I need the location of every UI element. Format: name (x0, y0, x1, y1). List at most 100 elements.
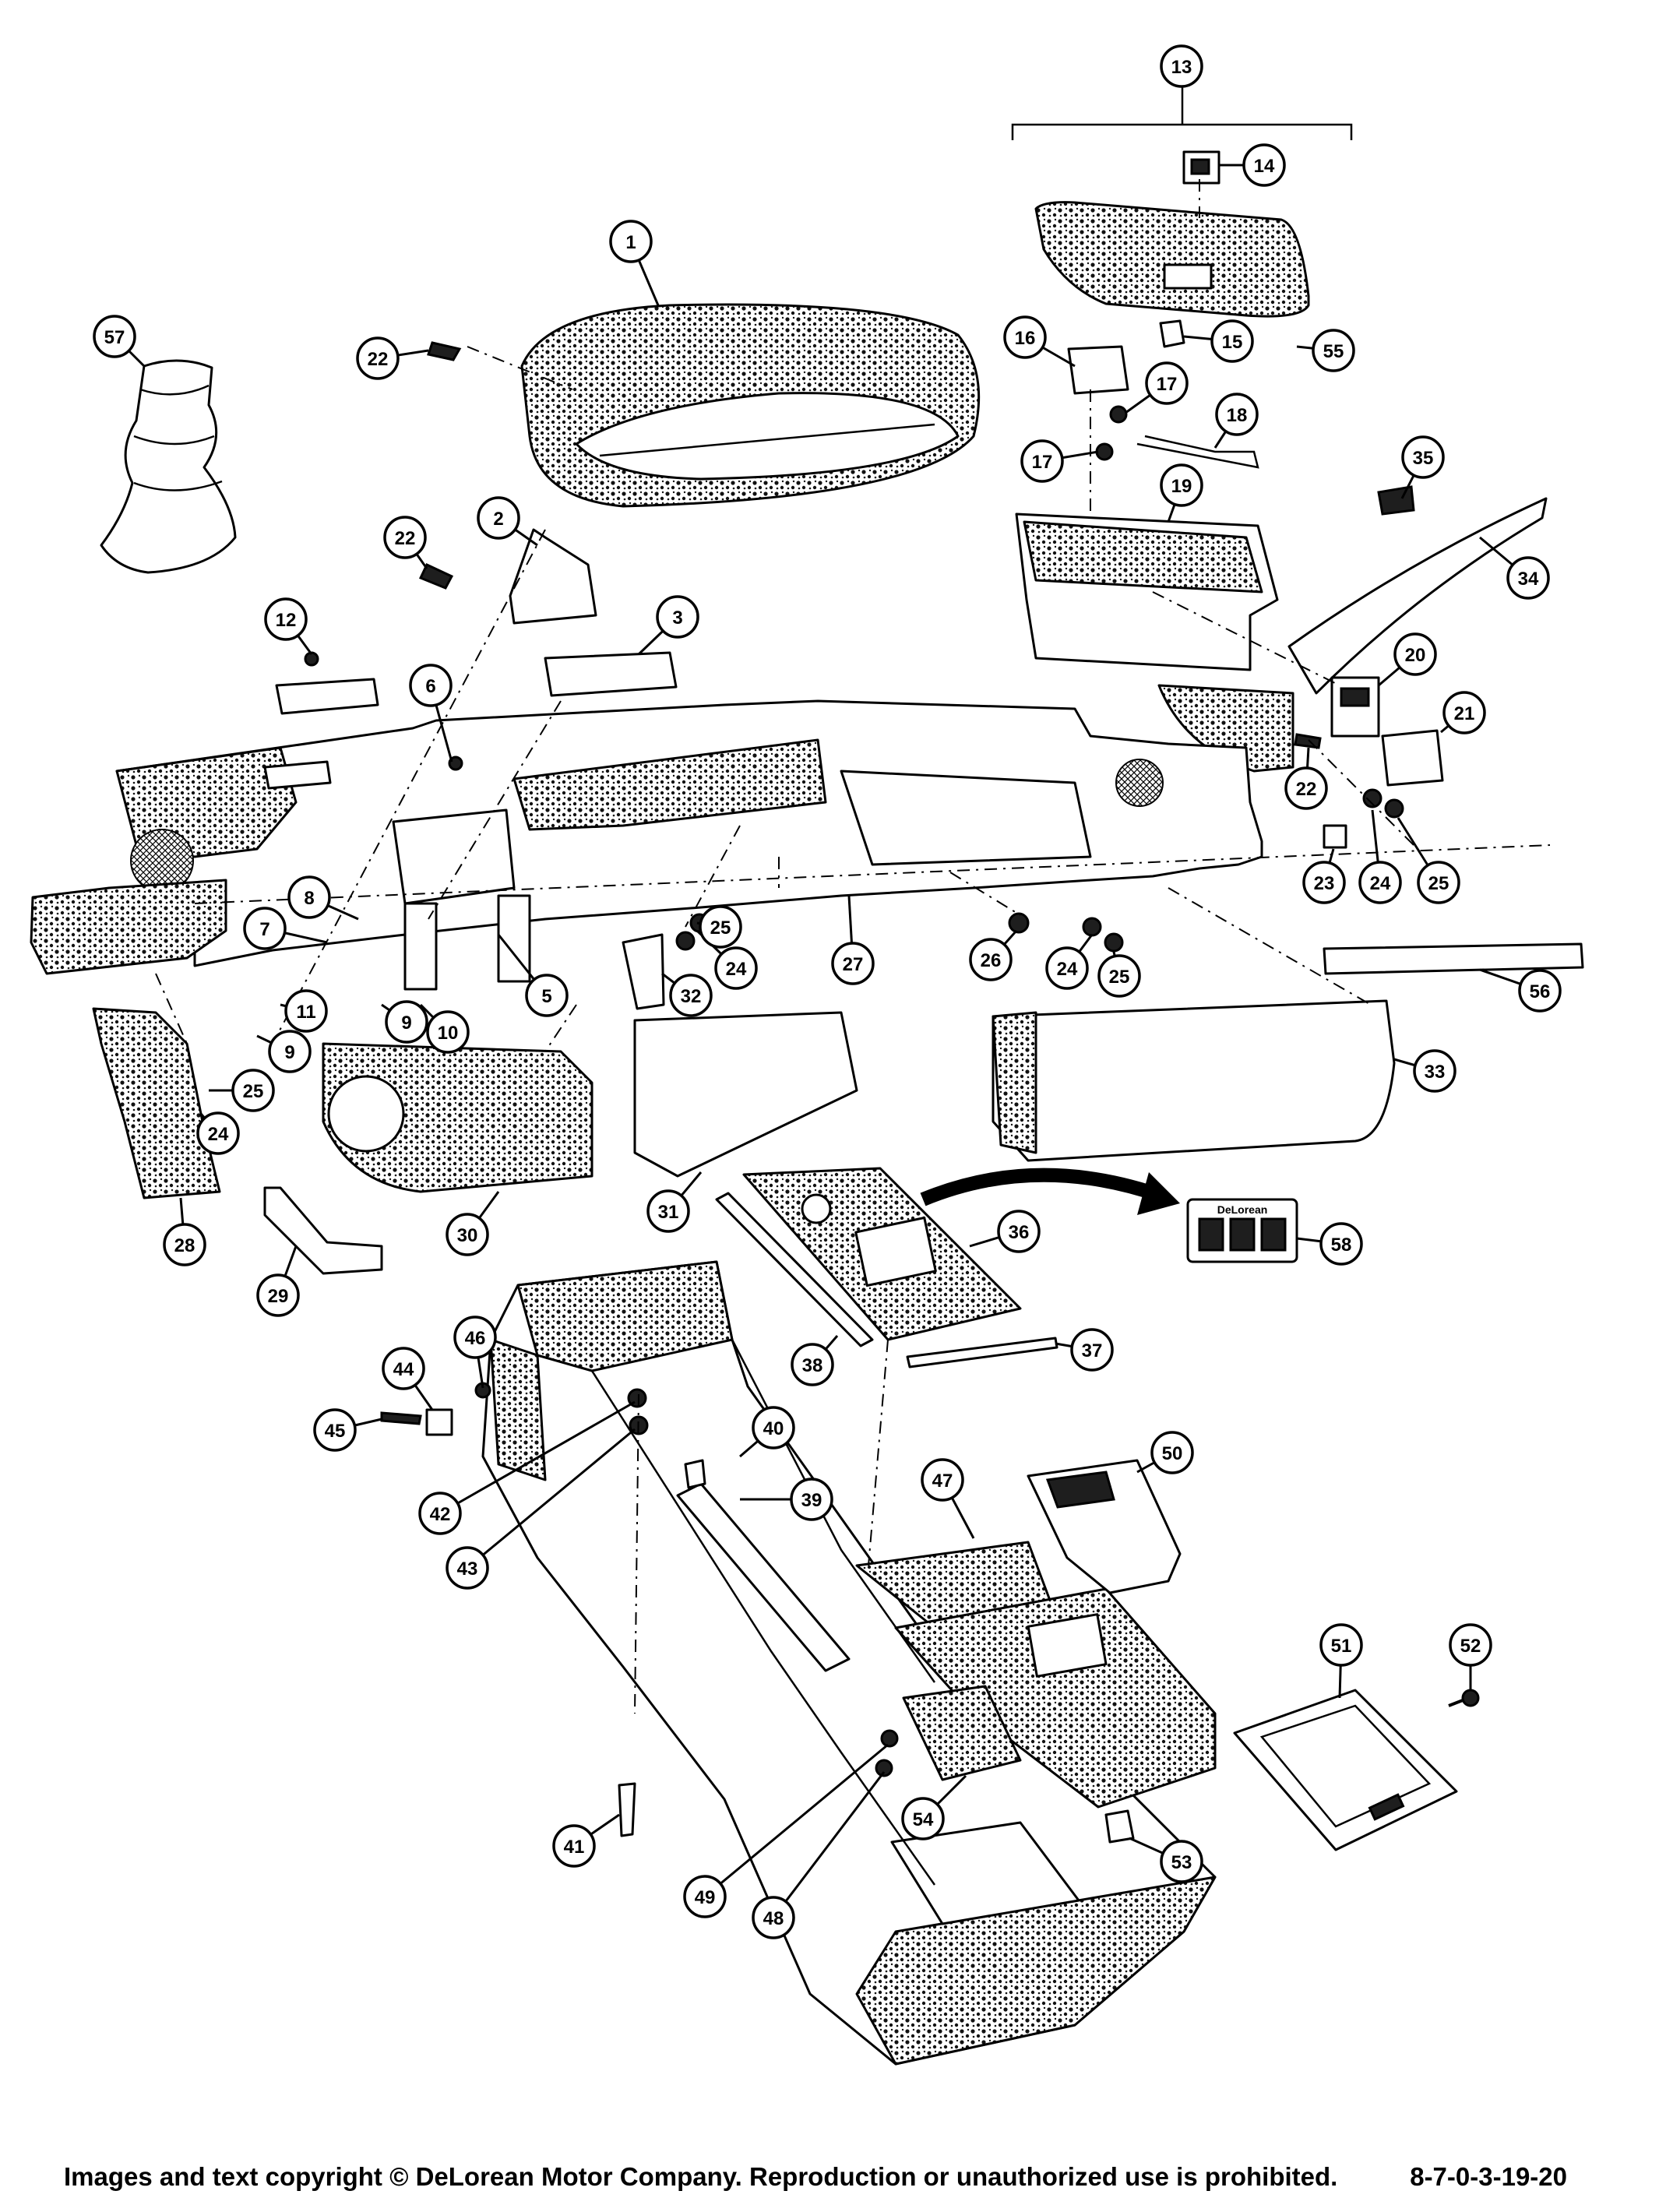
callout-label: 7 (259, 919, 269, 940)
callout-39: 39 (790, 1478, 833, 1521)
callout-label: 16 (1015, 328, 1036, 349)
callout-circle (1319, 1623, 1363, 1667)
callout-label: 24 (1057, 959, 1078, 980)
callout-circle (418, 1492, 462, 1535)
callout-49: 49 (683, 1875, 727, 1918)
callout-circle (453, 1316, 497, 1359)
callout-55: 55 (1312, 329, 1355, 372)
callout-label: 57 (104, 327, 125, 348)
callout-label: 24 (1370, 873, 1391, 894)
callout-label: 15 (1222, 332, 1243, 353)
callout-circle (268, 1030, 312, 1073)
callout-circle (196, 1111, 240, 1155)
callout-circle (1003, 315, 1047, 359)
callout-circle (1097, 954, 1141, 998)
callout-label: 22 (395, 528, 416, 549)
callout-label: 38 (802, 1355, 823, 1376)
callout-circle (1020, 439, 1064, 483)
part-31-knee-panel (633, 1011, 858, 1178)
callout-30: 30 (446, 1213, 489, 1256)
callout-label: 34 (1518, 569, 1539, 590)
callout-circle (1160, 44, 1203, 88)
part-22-screws (418, 341, 1322, 749)
callout-44: 44 (382, 1347, 425, 1390)
callout-24d: 24 (196, 1111, 240, 1155)
part-27-dashboard-panel (115, 699, 1263, 967)
callout-circle (256, 1273, 300, 1317)
callout-label: 14 (1254, 156, 1275, 177)
callout-circle (1145, 361, 1189, 405)
callout-label: 29 (268, 1286, 289, 1307)
callout-label: 22 (368, 349, 389, 370)
callout-leader-42 (439, 1400, 636, 1515)
callout-circle (790, 1478, 833, 1521)
part-29-bracket (263, 1186, 383, 1275)
callout-24a: 24 (714, 946, 758, 990)
part-26-screw (1008, 912, 1030, 934)
callout-label: 2 (493, 509, 503, 530)
callout-24b: 24 (1358, 861, 1402, 904)
callout-label: 33 (1425, 1062, 1446, 1083)
callout-25c: 25 (699, 905, 742, 949)
callout-label: 25 (243, 1081, 264, 1102)
callout-label: 13 (1171, 57, 1192, 78)
callout-circle (477, 496, 520, 540)
callout-2: 2 (477, 496, 520, 540)
callout-label: 28 (174, 1235, 195, 1256)
callout-circle (446, 1213, 489, 1256)
callout-label: 55 (1323, 341, 1344, 362)
callout-circle (1210, 319, 1254, 363)
part-37-trim-strip (906, 1337, 1058, 1368)
callout-52: 52 (1449, 1623, 1492, 1667)
callout-circle (356, 336, 400, 380)
part-56-trim-strip (1323, 942, 1584, 975)
badge-text: DeLorean (1217, 1203, 1268, 1216)
callout-circle (426, 1010, 470, 1054)
callout-22c: 22 (1284, 766, 1328, 810)
part-39-shift-bracket (676, 1459, 851, 1672)
callout-32: 32 (669, 974, 713, 1017)
callout-circle (552, 1824, 596, 1868)
part-20-latch-bracket (1330, 676, 1380, 738)
part-36-shift-bezel (742, 1167, 1022, 1341)
part-12-plate (275, 651, 379, 715)
part-32-bracket (622, 933, 665, 1010)
part-3-bracket (544, 651, 678, 697)
callout-label: 8 (304, 888, 314, 909)
part-16-bracket (1067, 345, 1129, 395)
callout-label: 52 (1460, 1636, 1481, 1657)
callout-label: 17 (1032, 452, 1053, 473)
callout-17a: 17 (1145, 361, 1189, 405)
callout-58: 58 (1319, 1222, 1363, 1266)
part-57-gaiter-boot (100, 359, 237, 574)
part-15-clip (1159, 319, 1185, 348)
callout-label: 37 (1082, 1340, 1103, 1361)
callout-47: 47 (921, 1458, 964, 1502)
callout-circle (1160, 463, 1203, 507)
callout-37: 37 (1070, 1328, 1114, 1372)
callout-12: 12 (264, 597, 308, 641)
callout-label: 5 (541, 986, 551, 1007)
callout-circle (1393, 632, 1437, 676)
callout-label: 27 (843, 954, 864, 975)
callout-circle (382, 1347, 425, 1390)
callout-53: 53 (1160, 1840, 1203, 1883)
callout-56: 56 (1518, 969, 1562, 1013)
callout-label: 12 (276, 610, 297, 631)
callout-25a: 25 (1417, 861, 1460, 904)
callout-circle (1242, 143, 1286, 187)
callout-label: 10 (438, 1023, 459, 1044)
callout-circle (1413, 1049, 1456, 1093)
reference-number: 8-7-0-3-19-20 (1410, 2162, 1567, 2191)
callout-circle (669, 974, 713, 1017)
callout-1: 1 (609, 220, 653, 263)
callout-leader-49 (704, 1743, 889, 1898)
callout-label: 40 (763, 1418, 784, 1439)
callout-circle (752, 1896, 795, 1939)
part-34-pillar-trim (1287, 497, 1548, 695)
callout-22b: 22 (383, 516, 427, 559)
callout-circle (699, 905, 742, 949)
part-1-instrument-hood (520, 303, 981, 508)
callout-label: 20 (1405, 645, 1426, 666)
